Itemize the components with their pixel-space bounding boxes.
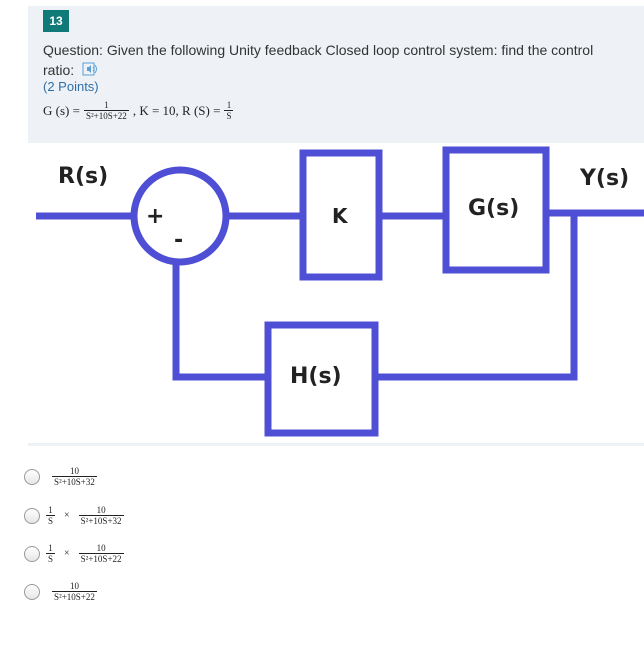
option-3-prefactor: 1 S — [46, 543, 56, 564]
option-2[interactable]: 1 S × 10 S²+10S+32 — [24, 505, 124, 526]
option-1-numerator: 10 — [69, 466, 79, 476]
option-2-numerator: 10 — [96, 505, 106, 515]
g-fraction: 1 S²+10S+22 — [83, 100, 129, 121]
feedback-line-right — [375, 213, 578, 381]
k-label: K — [332, 204, 349, 228]
minus-sign: - — [174, 228, 183, 253]
g-denominator: S²+10S+22 — [83, 110, 129, 121]
option-3[interactable]: 1 S × 10 S²+10S+22 — [24, 543, 124, 564]
option-2-prefactor-denominator: S — [46, 515, 56, 526]
r-fraction: 1 S — [224, 100, 234, 121]
block-diagram: R(s) Y(s) K G(s) H(s) + - — [28, 143, 644, 443]
feedback-line-left — [172, 262, 268, 381]
option-4[interactable]: 10 S²+10S+22 — [24, 581, 97, 602]
option-4-denominator: S²+10S+22 — [52, 591, 97, 602]
option-2-radio[interactable] — [24, 507, 40, 524]
plus-sign: + — [146, 204, 164, 229]
question-text: Question: Given the following Unity feed… — [43, 40, 623, 81]
option-2-prefactor-numerator: 1 — [48, 505, 53, 515]
option-1-radio[interactable] — [24, 468, 40, 485]
r-denominator: S — [224, 110, 234, 121]
r-numerator: 1 — [226, 100, 232, 110]
option-3-numerator: 10 — [96, 543, 106, 553]
g-lhs: G (s) = — [43, 102, 80, 118]
option-2-times: × — [64, 510, 70, 521]
option-1-fraction: 10 S²+10S+32 — [52, 466, 97, 487]
option-2-prefactor: 1 S — [46, 505, 56, 526]
g-label: G(s) — [468, 196, 519, 221]
option-1[interactable]: 10 S²+10S+32 — [24, 466, 97, 487]
option-2-fraction: 10 S²+10S+32 — [78, 505, 124, 526]
option-4-numerator: 10 — [69, 581, 79, 591]
speaker-icon[interactable] — [82, 61, 100, 81]
option-3-prefactor-numerator: 1 — [48, 543, 53, 553]
option-3-times: × — [64, 548, 70, 559]
g-numerator: 1 — [104, 100, 109, 110]
given-formula: G (s) = 1 S²+10S+22 , K = 10, R (S) = 1 … — [43, 100, 234, 121]
option-3-denominator: S²+10S+22 — [78, 553, 124, 564]
question-number-badge: 13 — [43, 10, 69, 32]
question-text-label: Question: Given the following Unity feed… — [43, 42, 594, 78]
r-label: R(s) — [58, 164, 108, 189]
option-2-denominator: S²+10S+32 — [78, 515, 124, 526]
option-3-radio[interactable] — [24, 545, 40, 562]
option-1-denominator: S²+10S+32 — [52, 476, 97, 487]
option-4-fraction: 10 S²+10S+22 — [52, 581, 97, 602]
k-part: , K = 10, R (S) = — [132, 102, 221, 118]
y-label: Y(s) — [579, 166, 629, 191]
option-3-fraction: 10 S²+10S+22 — [78, 543, 124, 564]
option-3-prefactor-denominator: S — [46, 553, 56, 564]
option-4-radio[interactable] — [24, 583, 40, 600]
h-label: H(s) — [290, 364, 342, 389]
points-label: (2 Points) — [43, 79, 99, 94]
